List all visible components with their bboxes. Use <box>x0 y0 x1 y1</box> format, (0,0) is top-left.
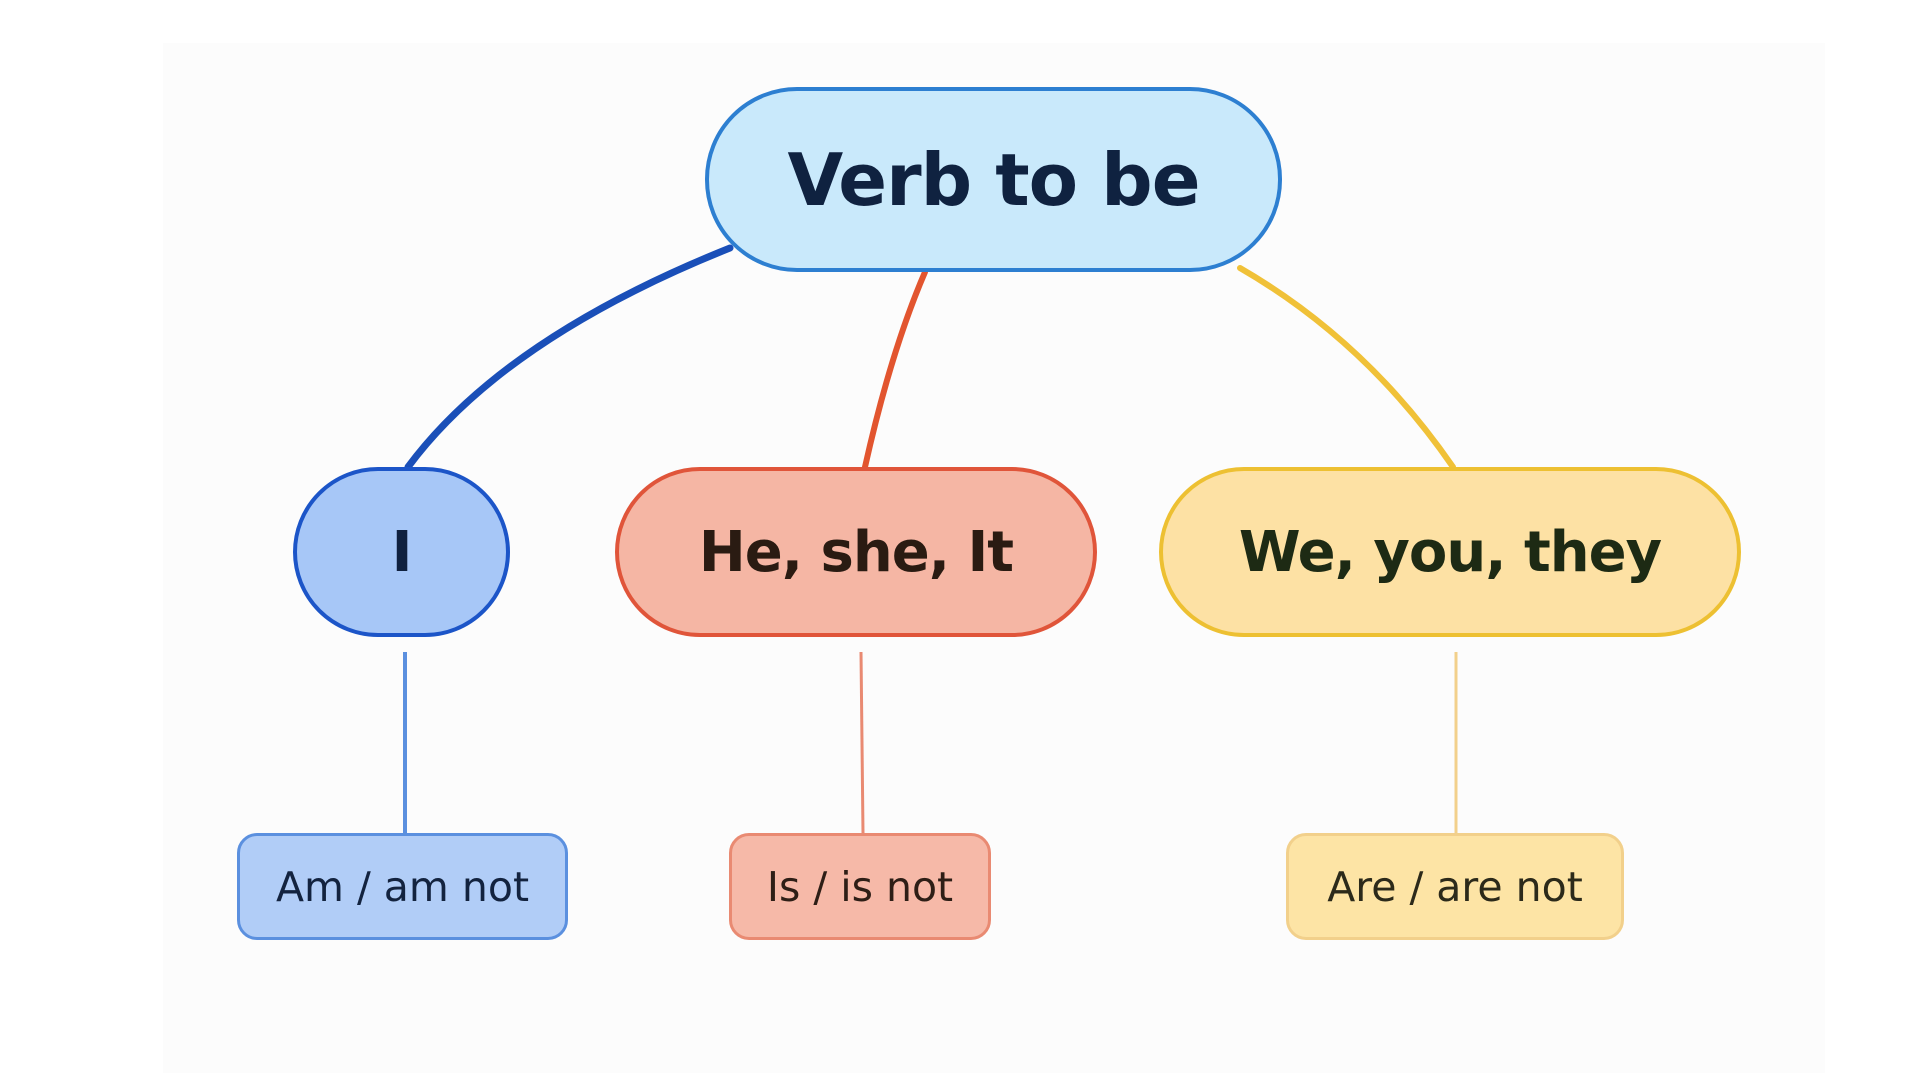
branch-node-he-she-it-label: He, she, It <box>698 519 1014 585</box>
connector-root-to-he <box>862 269 928 470</box>
connector-he-to-leaf <box>859 651 865 834</box>
root-node-label: Verb to be <box>787 137 1200 222</box>
connector-root-to-we <box>1237 265 1456 470</box>
branch-node-we-you-they-label: We, you, they <box>1238 519 1662 585</box>
root-node-verb-to-be: Verb to be <box>705 87 1282 272</box>
branch-node-i: I <box>293 467 510 637</box>
leaf-node-are-are-not: Are / are not <box>1286 833 1624 940</box>
leaf-node-is-label: Is / is not <box>766 862 954 911</box>
leaf-node-am-label: Am / am not <box>275 862 530 911</box>
leaf-node-is-is-not: Is / is not <box>729 833 991 940</box>
leaf-node-are-label: Are / are not <box>1327 862 1583 911</box>
branch-node-he-she-it: He, she, It <box>615 467 1097 637</box>
connector-root-to-i <box>404 244 734 471</box>
branch-node-i-label: I <box>391 519 413 585</box>
branch-node-we-you-they: We, you, they <box>1159 467 1741 637</box>
leaf-node-am-am-not: Am / am not <box>237 833 568 940</box>
